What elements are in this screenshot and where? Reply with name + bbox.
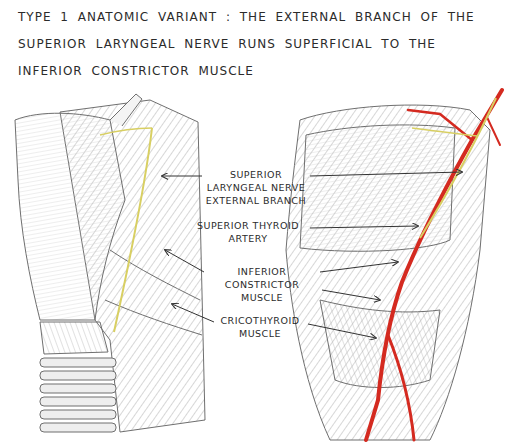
left-larynx <box>15 94 205 432</box>
right-larynx <box>286 105 490 440</box>
structure-label: SUPERIOR LARYNGEAL NERVE EXTERNAL BRANCH <box>205 168 307 207</box>
structure-label: SUPERIOR THYROID ARTERY <box>189 219 307 245</box>
nerve-right <box>420 98 496 238</box>
nerve-left <box>114 128 152 332</box>
figure-title: TYPE 1 ANATOMIC VARIANT : THE EXTERNAL B… <box>18 4 478 85</box>
superior-thyroid-artery <box>366 90 502 440</box>
structure-label: INFERIOR CONSTRICTOR MUSCLE <box>208 265 316 304</box>
nerve-right-top <box>412 128 478 136</box>
nerve-left-top <box>100 128 152 135</box>
structure-label: CRICOTHYROID MUSCLE <box>216 314 304 340</box>
